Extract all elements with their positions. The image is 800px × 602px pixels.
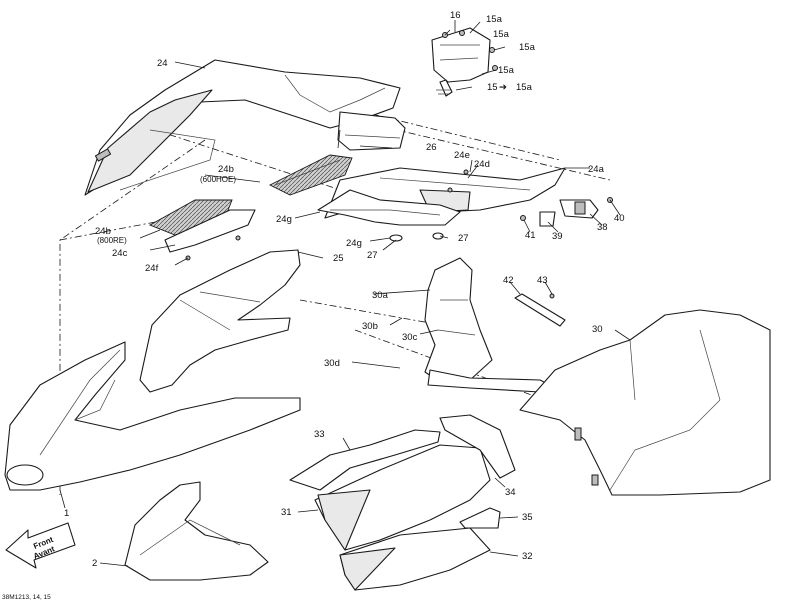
callout-32: 32: [522, 551, 533, 562]
part-1-front-fascia: [4, 341, 301, 491]
callout-1: 1: [64, 508, 69, 519]
callout-30a: 30a: [372, 290, 389, 301]
callout-30: 30: [592, 324, 603, 335]
part-30-side-panel: [519, 309, 771, 496]
callout-24: 24: [157, 58, 168, 69]
part-42-43-strap: [514, 293, 566, 327]
part-15-16-bracket: [431, 27, 498, 97]
callout-24a: 24a: [588, 164, 605, 175]
callout-39: 39: [552, 231, 563, 242]
callout-27-1: 27: [367, 250, 378, 261]
callout-2: 2: [92, 558, 97, 569]
callout-24f: 24f: [145, 263, 159, 274]
part-34-panel: [439, 414, 516, 479]
part-26-deflector: [337, 111, 406, 151]
part-31-panel: [314, 444, 491, 551]
callout-26: 26: [426, 142, 437, 153]
callout-15a-4: 15a: [498, 65, 515, 76]
arrow-15-to-15a: ➔: [499, 82, 507, 93]
part-30a-console: [424, 257, 561, 393]
part-35-clip: [459, 507, 501, 529]
part-38-41-hardware: [520, 197, 613, 227]
callout-24g-2: 24g: [346, 238, 362, 249]
callout-24d: 24d: [474, 159, 490, 170]
callout-24b-800re: 24b: [95, 226, 111, 237]
callout-43: 43: [537, 275, 548, 286]
callout-33: 33: [314, 429, 325, 440]
part-24b-vent-600hoe: [268, 154, 353, 196]
part-24b-vent-800re: [148, 199, 256, 261]
part-24-hood-panel: [84, 59, 401, 196]
part-32-panel: [339, 527, 491, 591]
callout-15a-1: 15a: [486, 14, 503, 25]
front-direction-arrow: Front Avant: [5, 522, 76, 569]
callout-16: 16: [450, 10, 461, 21]
part-24g-frame: [317, 189, 461, 242]
callout-41: 41: [525, 230, 536, 241]
callout-labels: 24 16 15a 15a 15a 15a 15 ➔ 15a 26 24e 24…: [2, 10, 625, 601]
callout-25: 25: [333, 253, 344, 264]
part-25-side-panel: [139, 249, 301, 393]
callout-15: 15: [487, 82, 498, 93]
leader-lines: [59, 20, 631, 567]
callout-35: 35: [522, 512, 533, 523]
callout-24b-600hoe: 24b: [218, 164, 234, 175]
callout-38: 38: [597, 222, 608, 233]
callout-24c: 24c: [112, 248, 128, 259]
callout-24g-1: 24g: [276, 214, 292, 225]
callout-40: 40: [614, 213, 625, 224]
callout-15a-3: 15a: [519, 42, 536, 53]
callout-30b: 30b: [362, 321, 378, 332]
callout-24b-800re-sub: (800RE): [97, 236, 127, 245]
callout-24b-600hoe-sub: (600HOE): [200, 175, 236, 184]
part-2-lower-nose: [124, 481, 269, 581]
callout-42: 42: [503, 275, 514, 286]
callout-30d: 30d: [324, 358, 340, 369]
callout-27-2: 27: [458, 233, 469, 244]
callout-15a-2: 15a: [493, 29, 510, 40]
callout-31: 31: [281, 507, 292, 518]
callout-30c: 30c: [402, 332, 418, 343]
callout-34: 34: [505, 487, 516, 498]
diagram-id: 38M1213, 14, 15: [2, 594, 51, 601]
callout-15a-5: 15a: [516, 82, 533, 93]
callout-24e: 24e: [454, 150, 470, 161]
